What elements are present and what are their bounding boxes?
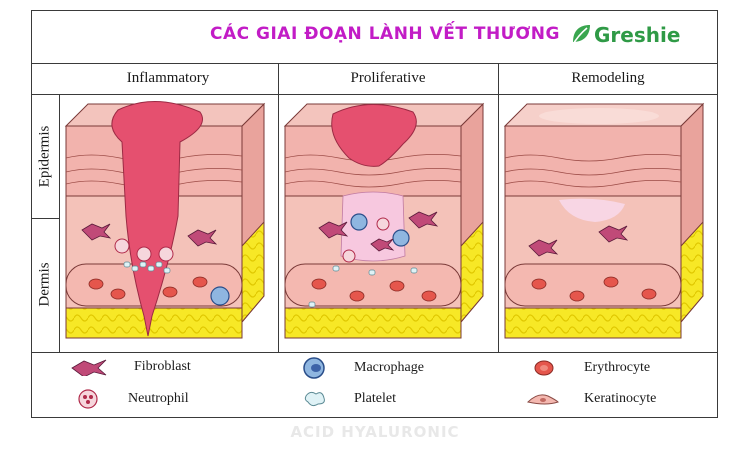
- legend-label: Neutrophil: [128, 391, 189, 406]
- inflammatory-skin-diagram: [64, 101, 266, 339]
- stage-label-proliferative: Proliferative: [350, 70, 426, 86]
- remodeling-skin-diagram: [503, 102, 705, 339]
- stage-label-remodeling: Remodeling: [571, 70, 645, 86]
- leaf-icon: [571, 25, 590, 47]
- brand-logo: Greshie: [570, 22, 680, 48]
- layer-label-dermis: Dermis: [36, 262, 53, 307]
- fibroblast-icon: [71, 359, 107, 376]
- macrophage-icon: [303, 357, 325, 379]
- legend-label: Platelet: [354, 391, 396, 406]
- legend-label: Fibroblast: [134, 359, 191, 374]
- legend-erythrocyte: Erythrocyte: [530, 358, 650, 378]
- divider: [59, 94, 60, 352]
- brand-name: Greshie: [594, 23, 681, 47]
- divider: [31, 94, 718, 95]
- stage-label-inflammatory: Inflammatory: [126, 70, 210, 86]
- legend-platelet: Platelet: [302, 388, 396, 410]
- divider: [31, 63, 718, 64]
- legend-keratinocyte: Keratinocyte: [526, 390, 656, 408]
- divider: [278, 63, 279, 352]
- layer-divider: [31, 218, 59, 219]
- legend-label: Keratinocyte: [584, 391, 657, 406]
- keratinocyte-icon: [527, 394, 559, 405]
- divider: [31, 352, 718, 353]
- neutrophil-icon: [78, 389, 98, 409]
- watermark: ACID HYALURONIC: [290, 423, 460, 441]
- erythrocyte-icon: [534, 360, 554, 376]
- page-title: CÁC GIAI ĐOẠN LÀNH VẾT THƯƠNG: [210, 24, 560, 44]
- layer-label-epidermis: Epidermis: [36, 125, 53, 188]
- proliferative-skin-diagram: [283, 102, 485, 339]
- legend-label: Macrophage: [354, 360, 424, 375]
- legend-neutrophil: Neutrophil: [74, 388, 189, 410]
- legend-macrophage: Macrophage: [300, 356, 424, 380]
- legend-fibroblast: Fibroblast: [70, 358, 191, 376]
- divider: [498, 63, 499, 352]
- platelet-icon: [304, 391, 325, 407]
- legend-label: Erythrocyte: [584, 360, 651, 375]
